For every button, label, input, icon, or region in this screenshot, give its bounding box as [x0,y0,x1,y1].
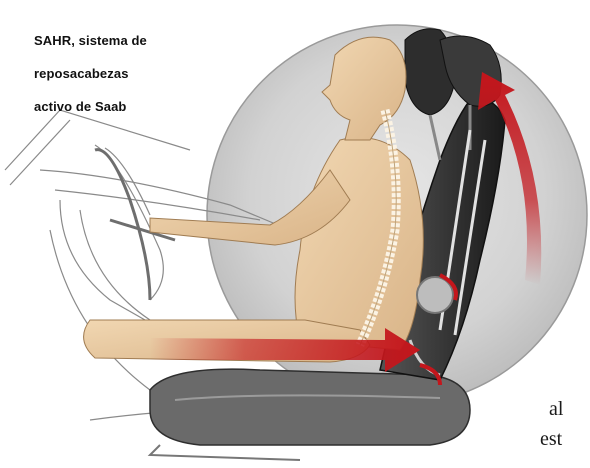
caption-line-2: reposacabezas [34,57,184,90]
caption: SAHR, sistema de reposacabezas activo de… [34,24,184,123]
body-text-fragment-2: est [540,428,562,450]
body-text-fragment-1: al [549,398,563,420]
caption-line-1: SAHR, sistema de [34,24,184,57]
seat-cushion [150,369,470,445]
caption-line-3: activo de Saab [34,90,184,123]
